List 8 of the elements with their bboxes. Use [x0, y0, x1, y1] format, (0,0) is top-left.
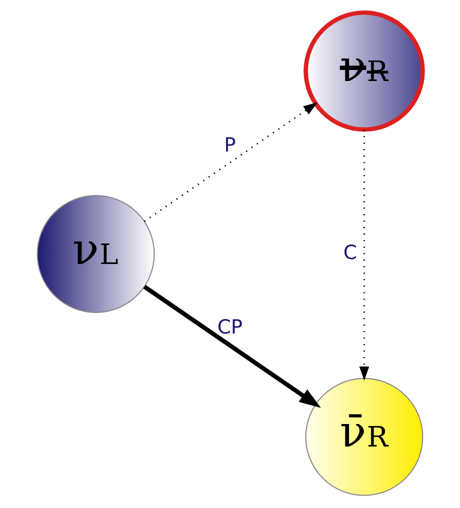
arrow — [359, 130, 370, 381]
node-circle: νL — [36, 195, 155, 313]
arrow — [143, 284, 321, 408]
arrow — [144, 102, 318, 222]
edge-label: P — [224, 134, 236, 157]
node-circle: ν̄R — [305, 378, 424, 496]
edge-label: CP — [217, 315, 243, 338]
edge-label: C — [343, 240, 357, 264]
